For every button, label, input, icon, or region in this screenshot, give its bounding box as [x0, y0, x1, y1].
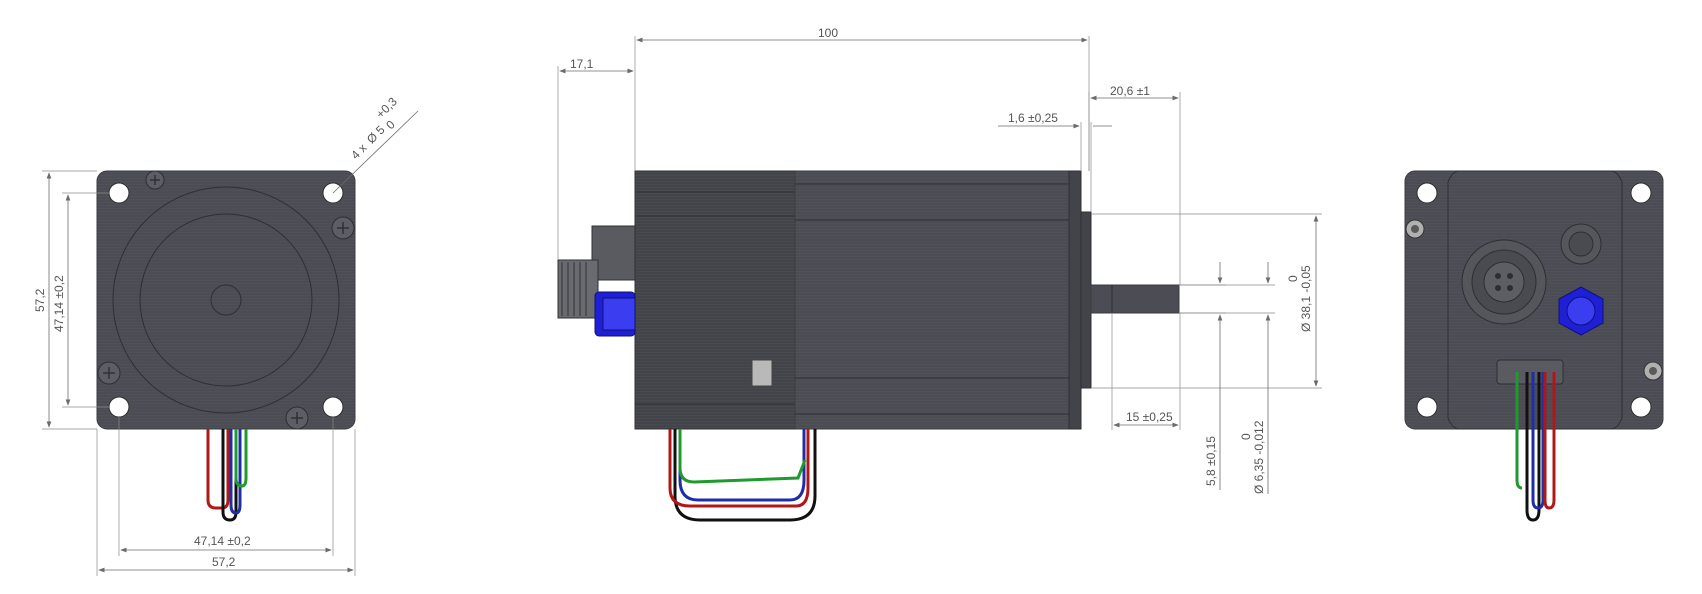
rear-hole-tr: [1630, 182, 1652, 204]
hole-callout: 4 x Ø 5: [348, 123, 388, 163]
mount-hole-bl: [108, 396, 130, 418]
front-wires: [206, 429, 248, 522]
dim-length-body: 100: [818, 26, 838, 40]
dim-pilot-dia: Ø 38,1 -0,05: [1299, 265, 1313, 332]
side-connectors: [557, 225, 636, 337]
rear-view: [1404, 170, 1664, 522]
mount-hole-tl: [108, 182, 130, 204]
hole-tol-upper: +0,3: [373, 94, 400, 121]
side-view: 100 17,1 20,6 ±1 1,6 ±0,25 Ø 38,1 -0,05 …: [557, 26, 1322, 522]
side-pilot: [1080, 211, 1092, 389]
dim-pilot-dia-upper: 0: [1286, 275, 1300, 282]
dim-width-holes: 47,14 ±0,2: [194, 534, 251, 548]
front-boss-inner: [139, 213, 313, 387]
rear-wires: [1515, 372, 1556, 522]
dim-height-overall: 57,2: [33, 288, 47, 312]
side-shaft: [1090, 284, 1180, 314]
mount-hole-br: [322, 396, 344, 418]
dim-shaft-dia-upper: 0: [1239, 433, 1253, 440]
dim-length-connector: 17,1: [570, 57, 594, 71]
dim-height-holes: 47,14 ±0,2: [52, 275, 66, 332]
dim-flange-offset: 1,6 ±0,25: [1008, 111, 1058, 125]
hole-tol-lower: 0: [383, 117, 398, 132]
front-boss-outer: [112, 186, 340, 414]
front-shaft-end: [210, 284, 242, 316]
rear-hole-br: [1630, 396, 1652, 418]
rear-connector-small: [1560, 223, 1602, 265]
side-hex-nut: [751, 359, 773, 387]
side-wires: [668, 429, 817, 522]
front-view: 4 x Ø 5 +0,3 0 57,2 47,14 ±0,2 47,14 ±0,…: [33, 94, 419, 576]
dim-flat-depth: 5,8 ±0,15: [1204, 436, 1218, 486]
dim-width-overall: 57,2: [212, 555, 236, 569]
dim-shaft-length: 20,6 ±1: [1110, 84, 1150, 98]
rear-hole-tl: [1416, 182, 1438, 204]
dim-flat-length: 15 ±0,25: [1126, 410, 1173, 424]
dim-shaft-dia: Ø 6,35 -0,012: [1252, 420, 1266, 494]
rear-connector-large: [1461, 239, 1547, 325]
rear-blue-gland: [1558, 286, 1604, 336]
rear-hole-bl: [1416, 396, 1438, 418]
